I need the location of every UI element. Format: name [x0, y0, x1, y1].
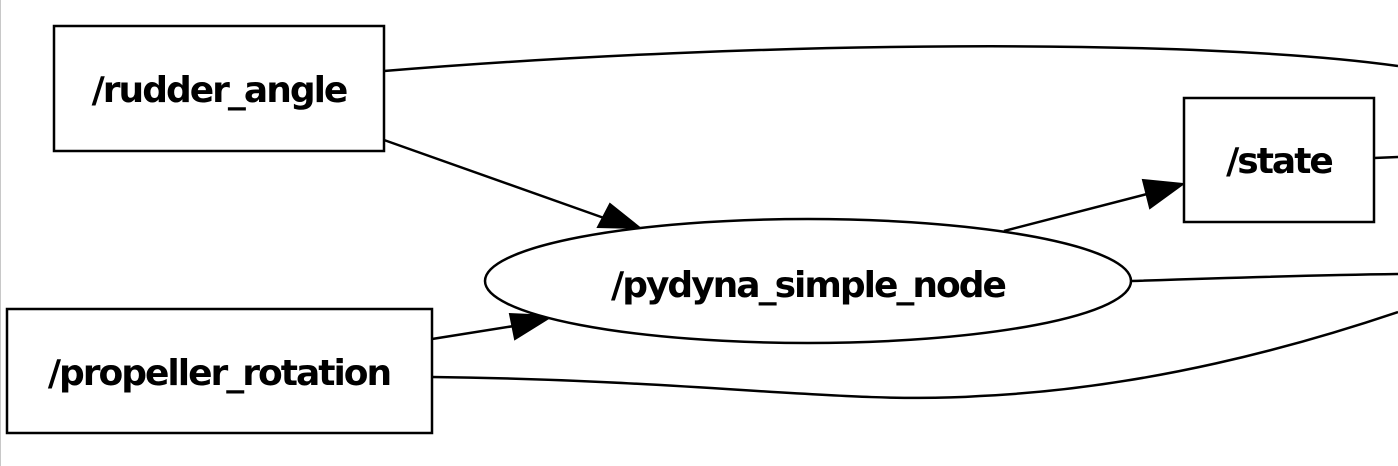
node-propeller-rotation-box — [5, 307, 434, 435]
node-rudder-angle[interactable]: /rudder_angle — [52, 24, 386, 153]
node-pydyna-simple-node-label: /pydyna_simple_node — [611, 265, 1005, 306]
edge-propeller-rotation-to-pydyna-arrowhead — [508, 312, 556, 341]
node-pydyna-simple-node-ellipse — [483, 217, 1133, 345]
node-state[interactable]: /state — [1182, 96, 1376, 224]
node-state-box — [1182, 96, 1376, 224]
node-state-label: /state — [1226, 141, 1332, 182]
node-propeller-rotation[interactable]: /propeller_rotation — [5, 307, 434, 435]
canvas-left-border — [0, 0, 1, 466]
node-rudder-angle-label: /rudder_angle — [92, 70, 347, 111]
edge-pydyna-to-offscreen — [1130, 272, 1398, 283]
edge-pydyna-to-state — [1003, 192, 1148, 233]
node-pydyna-simple-node[interactable]: /pydyna_simple_node — [483, 217, 1133, 345]
node-rudder-angle-box — [52, 24, 386, 153]
edge-pydyna-to-state-arrowhead — [1141, 178, 1186, 210]
edge-state-to-offscreen — [1373, 155, 1398, 160]
edge-rudder-angle-to-pydyna-arrowhead — [596, 202, 643, 230]
edges — [383, 45, 1398, 400]
edge-propeller-rotation-to-offscreen — [431, 310, 1398, 400]
edge-rudder-angle-to-pydyna — [383, 138, 605, 220]
edge-rudder-angle-to-offscreen — [383, 45, 1398, 73]
edge-propeller-rotation-to-pydyna — [431, 324, 515, 341]
node-propeller-rotation-label: /propeller_rotation — [48, 353, 390, 394]
